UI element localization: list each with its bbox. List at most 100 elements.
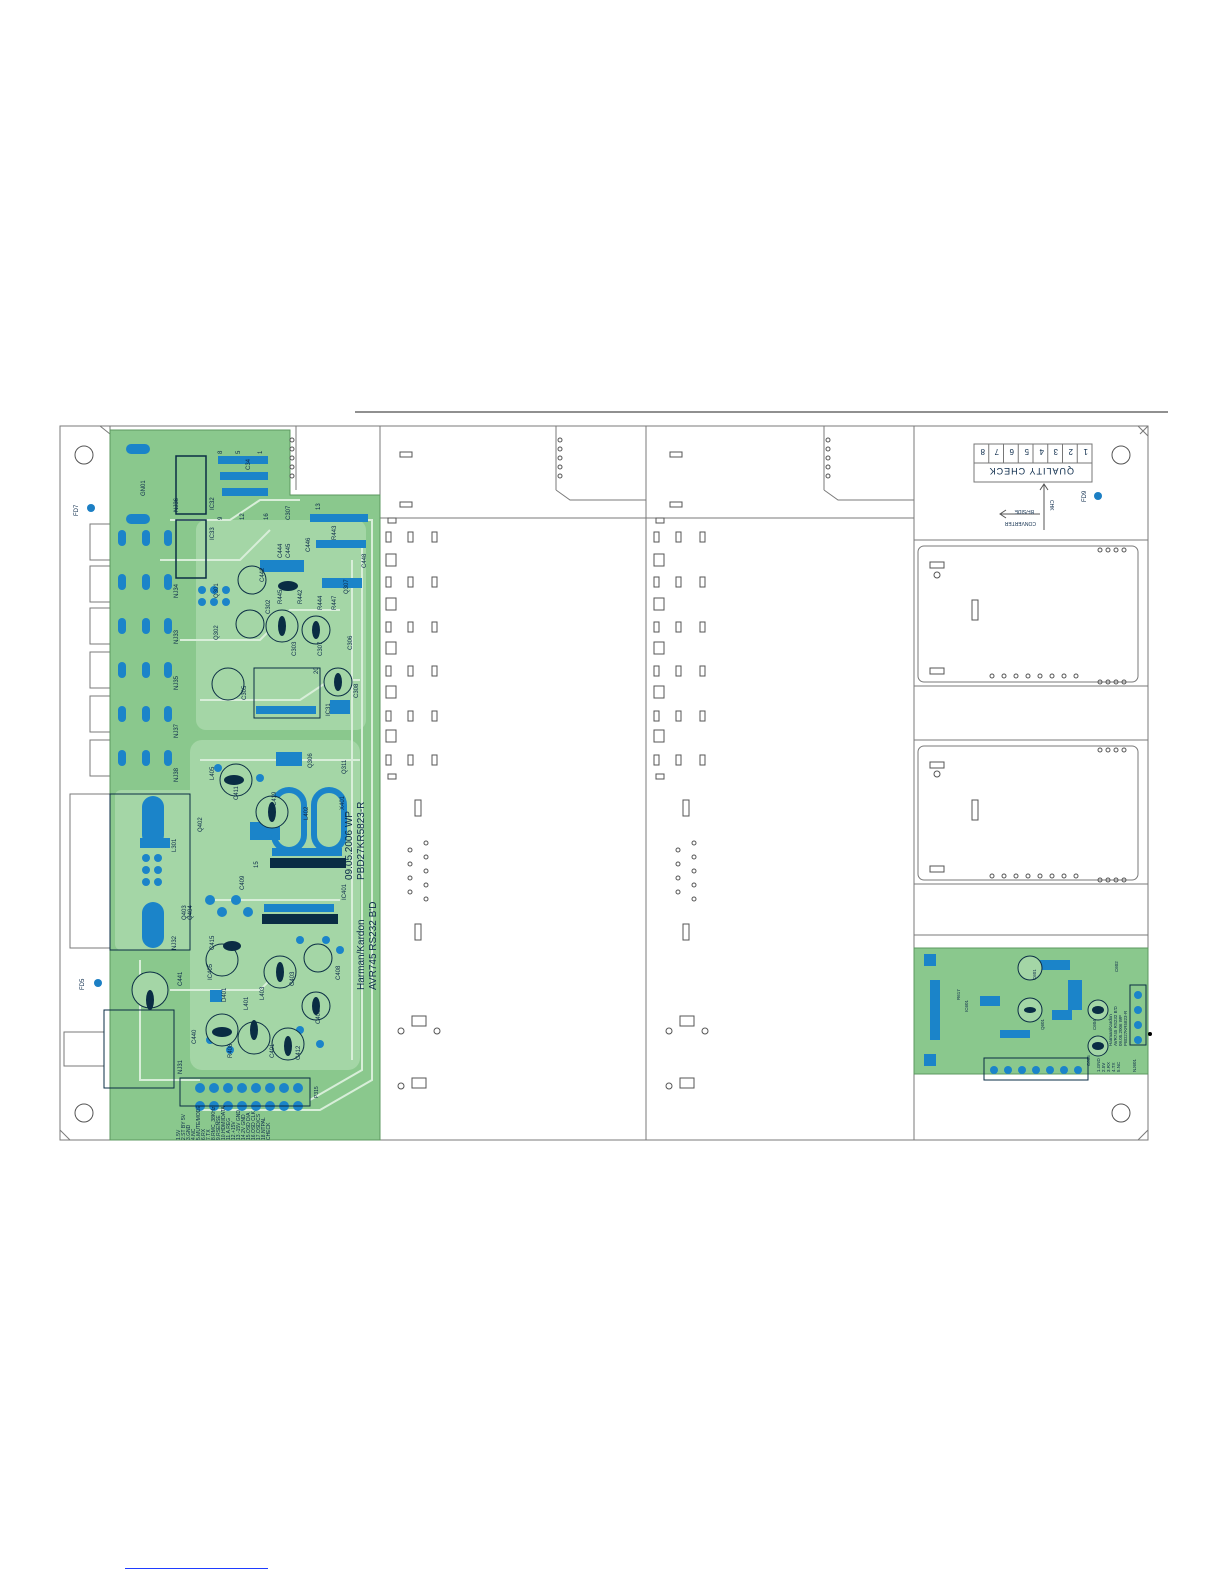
qc-number: 2 [1068, 447, 1073, 456]
connector-label: NJ31 [178, 1059, 184, 1074]
component-ref: X401 [340, 795, 346, 810]
fiducial-icon [1094, 492, 1102, 500]
component-ref: C401 [270, 1043, 276, 1058]
pin-label: 7.TX [206, 1129, 212, 1140]
fiducial-icon [87, 504, 95, 512]
quality-check-box: 1 2 3 4 5 6 7 8 QUALITY CHECK [973, 443, 1093, 483]
connector-bodies [103, 793, 311, 1107]
ic-chips [175, 455, 346, 924]
small-board-line: 09.05.2006 WP [1118, 1015, 1123, 1046]
fiducial-label: FD7 [74, 504, 80, 516]
arrow-label: BF/SIDE [1014, 508, 1034, 514]
pin-label: 10.HDMI/DATA [221, 1106, 227, 1140]
direction-arrows: CHK CONVERTER BF/SIDE [999, 483, 1054, 530]
board-title-block: Harman/Kardon AVR745 RS232 B'D 09.05.200… [344, 802, 379, 990]
component-ref: Q302 [214, 625, 220, 640]
connector-label: NJ35 [174, 675, 180, 690]
component-ref: C444 [278, 543, 284, 558]
connector-label: NJ601 [1132, 1058, 1137, 1072]
pin-label: 9.RSENSE [216, 1115, 222, 1140]
component-ref: C419 [272, 791, 278, 806]
component-ref: R443 [332, 525, 338, 540]
blank-panel-footprints [289, 437, 1127, 1090]
small-board-parts [924, 954, 1152, 1081]
pin-label: 1.5V [176, 1129, 182, 1140]
pin-label: CHECK [266, 1122, 272, 1140]
pin-label: 15.OSD D/A [246, 1112, 252, 1140]
component-ref: C408 [336, 965, 342, 980]
component-ref: C409 [240, 875, 246, 890]
pin-mark: 12 [240, 513, 246, 520]
connector-openings [63, 523, 113, 1067]
pin-label: 18.NTPAL [261, 1117, 267, 1140]
mounting-hole-icon [74, 445, 94, 465]
component-ref: R408 [228, 1043, 234, 1058]
pin-mark: 9 [218, 516, 224, 520]
arrow-label: CHK [1048, 500, 1054, 511]
component-ref: C307 [318, 641, 324, 656]
component-ref: L301 [172, 838, 178, 852]
component-ref: C441 [178, 971, 184, 986]
fiducial-icon [94, 979, 102, 987]
component-ref: IC33 [210, 527, 216, 540]
pin-label: 6.RX [201, 1128, 207, 1140]
pin-mark: 15 [254, 861, 260, 868]
component-ref: C602 [1114, 961, 1119, 972]
mounting-hole-icon [74, 1103, 94, 1123]
pin-label: 5.MUTE/MODE [196, 1105, 202, 1140]
qc-number: 6 [1009, 447, 1014, 456]
component-ref: D401 [222, 987, 228, 1002]
component-ref: Q402 [198, 817, 204, 832]
component-ref: Q404 [188, 905, 194, 920]
pin-label: 14.2V GND [241, 1114, 247, 1140]
component-reference-labels: GN01 NJ36 NJ34 NJ33 NJ35 NJ37 NJ38 NJ32 … [141, 450, 368, 1074]
pin-label: 3.GND [186, 1124, 192, 1140]
component-ref: Q306 [308, 753, 314, 768]
pin-mark: 1 [258, 450, 264, 454]
qc-title: QUALITY CHECK [989, 466, 1074, 476]
connector-label: NJ32 [172, 935, 178, 950]
connector-label: NJ37 [174, 723, 180, 738]
pin-label: 4.NC [191, 1128, 197, 1140]
pin-label: 2.ST BY 5V [181, 1113, 187, 1140]
footer-link-underline[interactable] [125, 1568, 268, 1569]
pin-label: 12.+15V [231, 1121, 237, 1140]
mounting-holes [74, 445, 1131, 1123]
component-ref: C601 [1032, 969, 1037, 980]
component-ref: C440 [192, 1029, 198, 1044]
pin-label: 11.A.REG [226, 1118, 232, 1140]
pin-label: 8.RMC_38KHz [211, 1106, 217, 1140]
component-ref: L402 [304, 806, 310, 820]
component-ref: C307 [286, 505, 292, 520]
component-ref: C445 [286, 543, 292, 558]
connector-label: NJ38 [174, 767, 180, 782]
pin-label: 16.OSD CLK [251, 1110, 257, 1140]
component-ref: C302 [266, 599, 272, 614]
component-ref: C303 [292, 641, 298, 656]
pin-label: 1.GND [1096, 1057, 1101, 1072]
pin-label: 3.RX [1106, 1062, 1111, 1072]
pin-label: 13.-15V GND [236, 1110, 242, 1140]
mounting-hole-icon [1111, 445, 1131, 465]
component-ref: IC601 [964, 999, 969, 1012]
arrow-up-icon [1039, 483, 1049, 491]
component-ref: C446 [306, 537, 312, 552]
pin-label: 17.OSD/CS [256, 1113, 262, 1140]
component-ref: C442 [260, 567, 266, 582]
component-ref: L405 [210, 766, 216, 780]
arrow-label: CONVERTER [1004, 520, 1036, 526]
component-ref: Q403 [182, 905, 188, 920]
fiducial-label: FD9 [1082, 490, 1088, 502]
pin-mark: 20 [314, 667, 320, 674]
qc-number: 3 [1053, 447, 1058, 456]
component-ref: C305 [242, 685, 248, 700]
qc-number: 4 [1039, 447, 1044, 456]
pin-mark: 5 [236, 450, 242, 454]
qc-number: 1 [1083, 447, 1088, 456]
connector-label: P315 [314, 1086, 320, 1098]
component-ref: IC31 [326, 703, 332, 716]
pin-mark: 8 [218, 450, 224, 454]
component-ref: C412 [296, 1045, 302, 1060]
component-ref: C604 [1092, 1019, 1097, 1030]
